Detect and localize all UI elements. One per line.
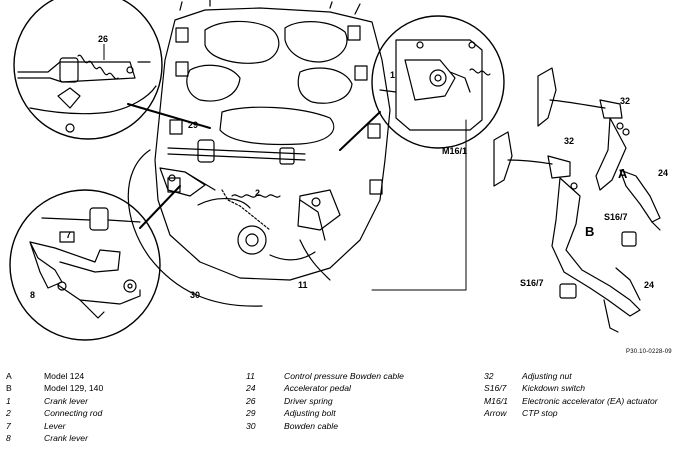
callout-24-upper: 24 — [658, 168, 668, 178]
legend-text: Crank lever — [44, 433, 88, 443]
legend-key: 32 — [484, 371, 494, 381]
detail-connector-right — [339, 111, 381, 151]
callout-24-lower: 24 — [644, 280, 654, 290]
pedal-assembly-model-129-140 — [493, 131, 641, 333]
legend-row: 2 Connecting rod — [6, 408, 206, 419]
legend-text: Accelerator pedal — [284, 383, 351, 394]
legend-row: 30 Bowden cable — [246, 421, 446, 432]
cable-route-line — [371, 119, 467, 291]
legend-text: Kickdown switch — [522, 383, 586, 394]
throttle-linkage — [159, 139, 326, 241]
legend-row: 29 Adjusting bolt — [246, 408, 446, 419]
legend-key: M16/1 — [484, 395, 508, 406]
legend-text: Electronic accelerator (EA) actuator — [522, 395, 658, 406]
callout-m16-1: M16/1 — [442, 146, 467, 156]
legend-text: Driver spring — [284, 395, 333, 406]
detail-circle-ea-actuator — [371, 15, 505, 149]
legend-key: 24 — [246, 383, 256, 394]
legend-row: 11 Control pressure Bowden cable — [246, 371, 446, 382]
legend-row: Arrow CTP stop — [484, 408, 684, 419]
legend-key: 30 — [246, 420, 256, 431]
legend-row: 24 Accelerator pedal — [246, 383, 446, 394]
callout-11: 11 — [298, 280, 308, 290]
callout-1: 1 — [390, 70, 395, 80]
bowden-cable-30 — [127, 149, 263, 307]
legend-key: 1 — [6, 395, 11, 406]
detail-circle-levers — [9, 189, 161, 341]
legend-row: 32 Adjusting nut — [484, 371, 684, 382]
callout-8: 8 — [30, 290, 35, 300]
legend-row: 1 Crank lever — [6, 396, 206, 407]
callout-29: 29 — [188, 120, 198, 130]
legend-key: 26 — [246, 395, 256, 406]
legend-text: Control pressure Bowden cable — [284, 371, 404, 381]
legend-row: S16/7 Kickdown switch — [484, 383, 684, 394]
legend-key: 11 — [246, 371, 255, 381]
legend-text: Adjusting nut — [522, 371, 572, 381]
legend-text: CTP stop — [522, 408, 558, 419]
callout-b: B — [585, 224, 594, 239]
throttle-linkage-diagram: 26 1 29 2 7 8 30 11 M16/1 32 32 A B 24 2… — [9, 0, 668, 341]
pedal-assembly-model-124 — [537, 67, 661, 231]
legend-key: 2 — [6, 408, 11, 419]
callout-a: A — [618, 166, 628, 181]
callout-2: 2 — [255, 188, 260, 198]
legend-row: M16/1 Electronic accelerator (EA) actuato… — [484, 396, 684, 407]
legend-key: 8 — [6, 433, 11, 443]
callout-s16-7-lower: S16/7 — [520, 278, 544, 288]
legend-row: B Model 129, 140 — [6, 383, 206, 394]
legend-text: Lever — [44, 420, 66, 431]
legend-text: Adjusting bolt — [284, 408, 336, 419]
legend-text: Bowden cable — [284, 420, 338, 431]
control-pressure-cable-11 — [299, 239, 331, 281]
callout-labels: 26 1 29 2 7 8 30 11 M16/1 32 32 A B 24 2… — [30, 34, 668, 300]
legend-key: 29 — [246, 408, 256, 419]
legend-row: 8 Crank lever — [6, 433, 206, 444]
figure-reference: P30.10-0228-09 — [626, 349, 672, 355]
callout-s16-7-upper: S16/7 — [604, 212, 628, 222]
legend-text: Crank lever — [44, 395, 88, 406]
legend-key: 7 — [6, 420, 11, 431]
legend-key: Arrow — [484, 408, 507, 419]
legend-key: S16/7 — [484, 383, 507, 394]
legend-text: Model 129, 140 — [44, 383, 104, 394]
detail-connector-bottom — [139, 185, 181, 229]
detail-circle-driver-spring — [13, 0, 163, 140]
legend-text: Model 124 — [44, 371, 85, 381]
intake-manifold — [154, 0, 391, 281]
legend-row: A Model 124 — [6, 371, 206, 382]
legend-key: A — [6, 371, 12, 381]
callout-32-upper: 32 — [620, 96, 630, 106]
legend-key: B — [6, 383, 12, 394]
legend-text: Connecting rod — [44, 408, 103, 419]
detail-connector-top — [127, 103, 211, 129]
callout-7: 7 — [66, 230, 71, 240]
callout-30: 30 — [190, 290, 200, 300]
callout-32-lower: 32 — [564, 136, 574, 146]
legend-row: 26 Driver spring — [246, 396, 446, 407]
callout-26: 26 — [98, 34, 108, 44]
legend-row: 7 Lever — [6, 421, 206, 432]
